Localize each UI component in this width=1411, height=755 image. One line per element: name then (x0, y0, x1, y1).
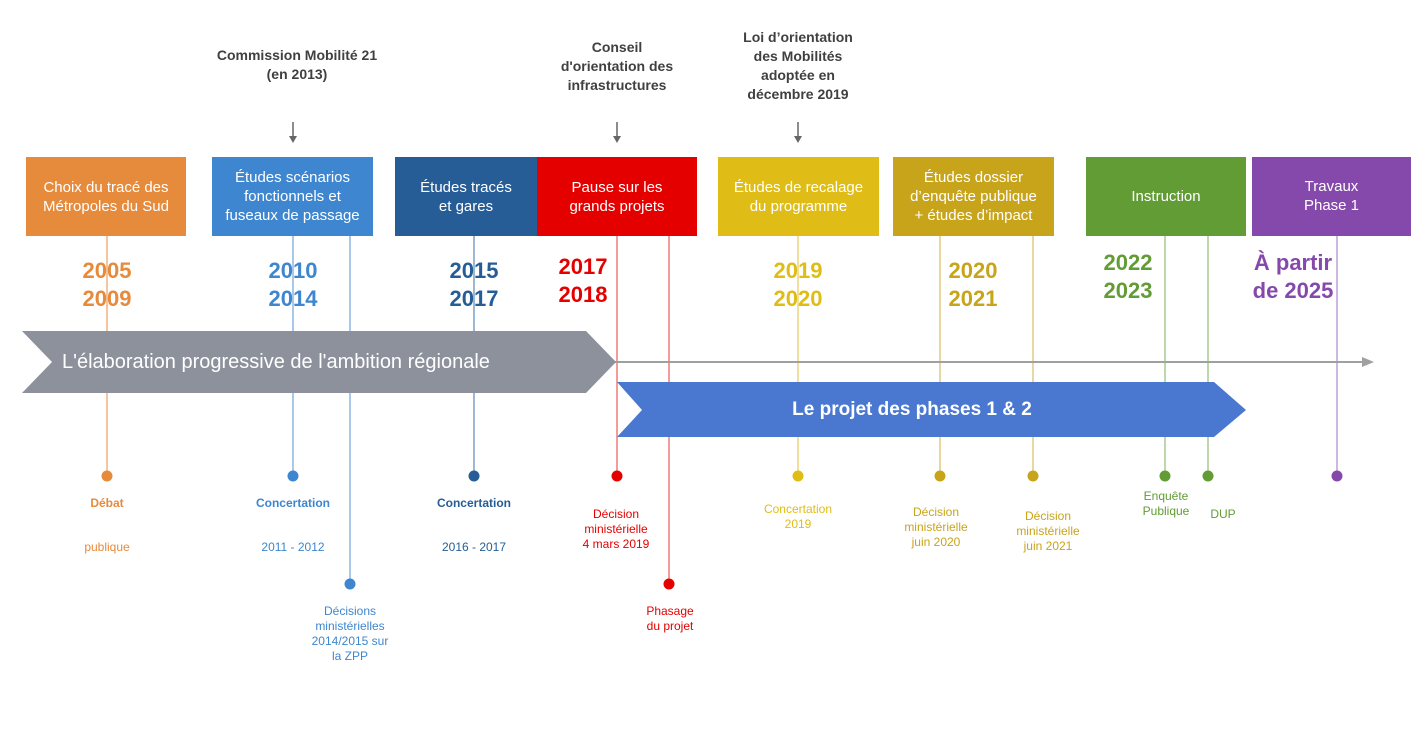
projet-banner-label: Le projet des phases 1 & 2 (792, 398, 1032, 420)
phase-box-instruction: Instruction (1086, 157, 1246, 236)
axis-arrowhead (1362, 357, 1374, 367)
phase-box-recalage: Études de recalage du programme (718, 157, 879, 236)
event-decision-juin-2021: Décision ministérielle juin 2021 (1016, 509, 1080, 553)
years-2010-2014: 2010 2014 (268, 258, 318, 311)
event-phasage: Phasage du projet (646, 604, 694, 633)
event-decision-juin-2020: Décision ministérielle juin 2020 (904, 505, 968, 549)
event-concertation-2016-dates: 2016 - 2017 (441, 540, 507, 554)
label-conseil-orientation: Conseil d'orientation des infrastructure… (560, 39, 674, 93)
years-2017-2018: 2017 2018 (558, 254, 608, 307)
phase-box-etudes-traces: Études tracés et gares (395, 157, 545, 236)
event-concertation-2011: Concertation (255, 496, 330, 510)
event-decisions-zpp: Décisions ministérielles 2014/2015 sur l… (311, 604, 389, 663)
years-2020-2021: 2020 2021 (948, 258, 998, 311)
phase-box-pause: Pause sur les grands projets (537, 157, 697, 236)
phase-box-dossier-enquete: Études dossier d’enquête publique + étud… (893, 157, 1054, 236)
label-loi-orientation: Loi d’orientation des Mobilités adoptée … (743, 29, 853, 102)
event-dots (101, 470, 1343, 590)
label-commission-mobilite: Commission Mobilité 21 (en 2013) (216, 47, 378, 82)
event-concertation-2019: Concertation 2019 (763, 502, 833, 531)
years-from-2025: À partir de 2025 (1252, 250, 1334, 303)
years-2022-2023: 2022 2023 (1103, 250, 1153, 303)
years-2015-2017: 2015 2017 (449, 258, 499, 311)
phase-box-etudes-scenarios: Études scénarios fonctionnels et fuseaux… (212, 157, 373, 236)
phase-box-travaux: Travaux Phase 1 (1252, 157, 1411, 236)
event-dup: DUP (1210, 507, 1236, 521)
event-decision-mars-2019: Décision ministérielle 4 mars 2019 (582, 507, 650, 551)
top-arrows (289, 122, 802, 143)
event-enquete-publique: Enquête Publique (1142, 489, 1190, 518)
phase-box-choix-trace: Choix du tracé des Métropoles du Sud (26, 157, 186, 236)
years-2019-2020: 2019 2020 (773, 258, 823, 311)
ambition-banner-shape (22, 331, 616, 393)
ambition-banner-label: L'élaboration progressive de l'ambition … (62, 350, 490, 373)
projet-banner-shape (617, 382, 1246, 437)
event-concertation-2016: Concertation (436, 496, 511, 510)
event-debat-publique: publique (84, 540, 130, 554)
years-2005-2009: 2005 2009 (82, 258, 132, 311)
event-debat: Débat (90, 496, 124, 510)
event-concertation-2011-dates: 2011 - 2012 (261, 540, 325, 554)
